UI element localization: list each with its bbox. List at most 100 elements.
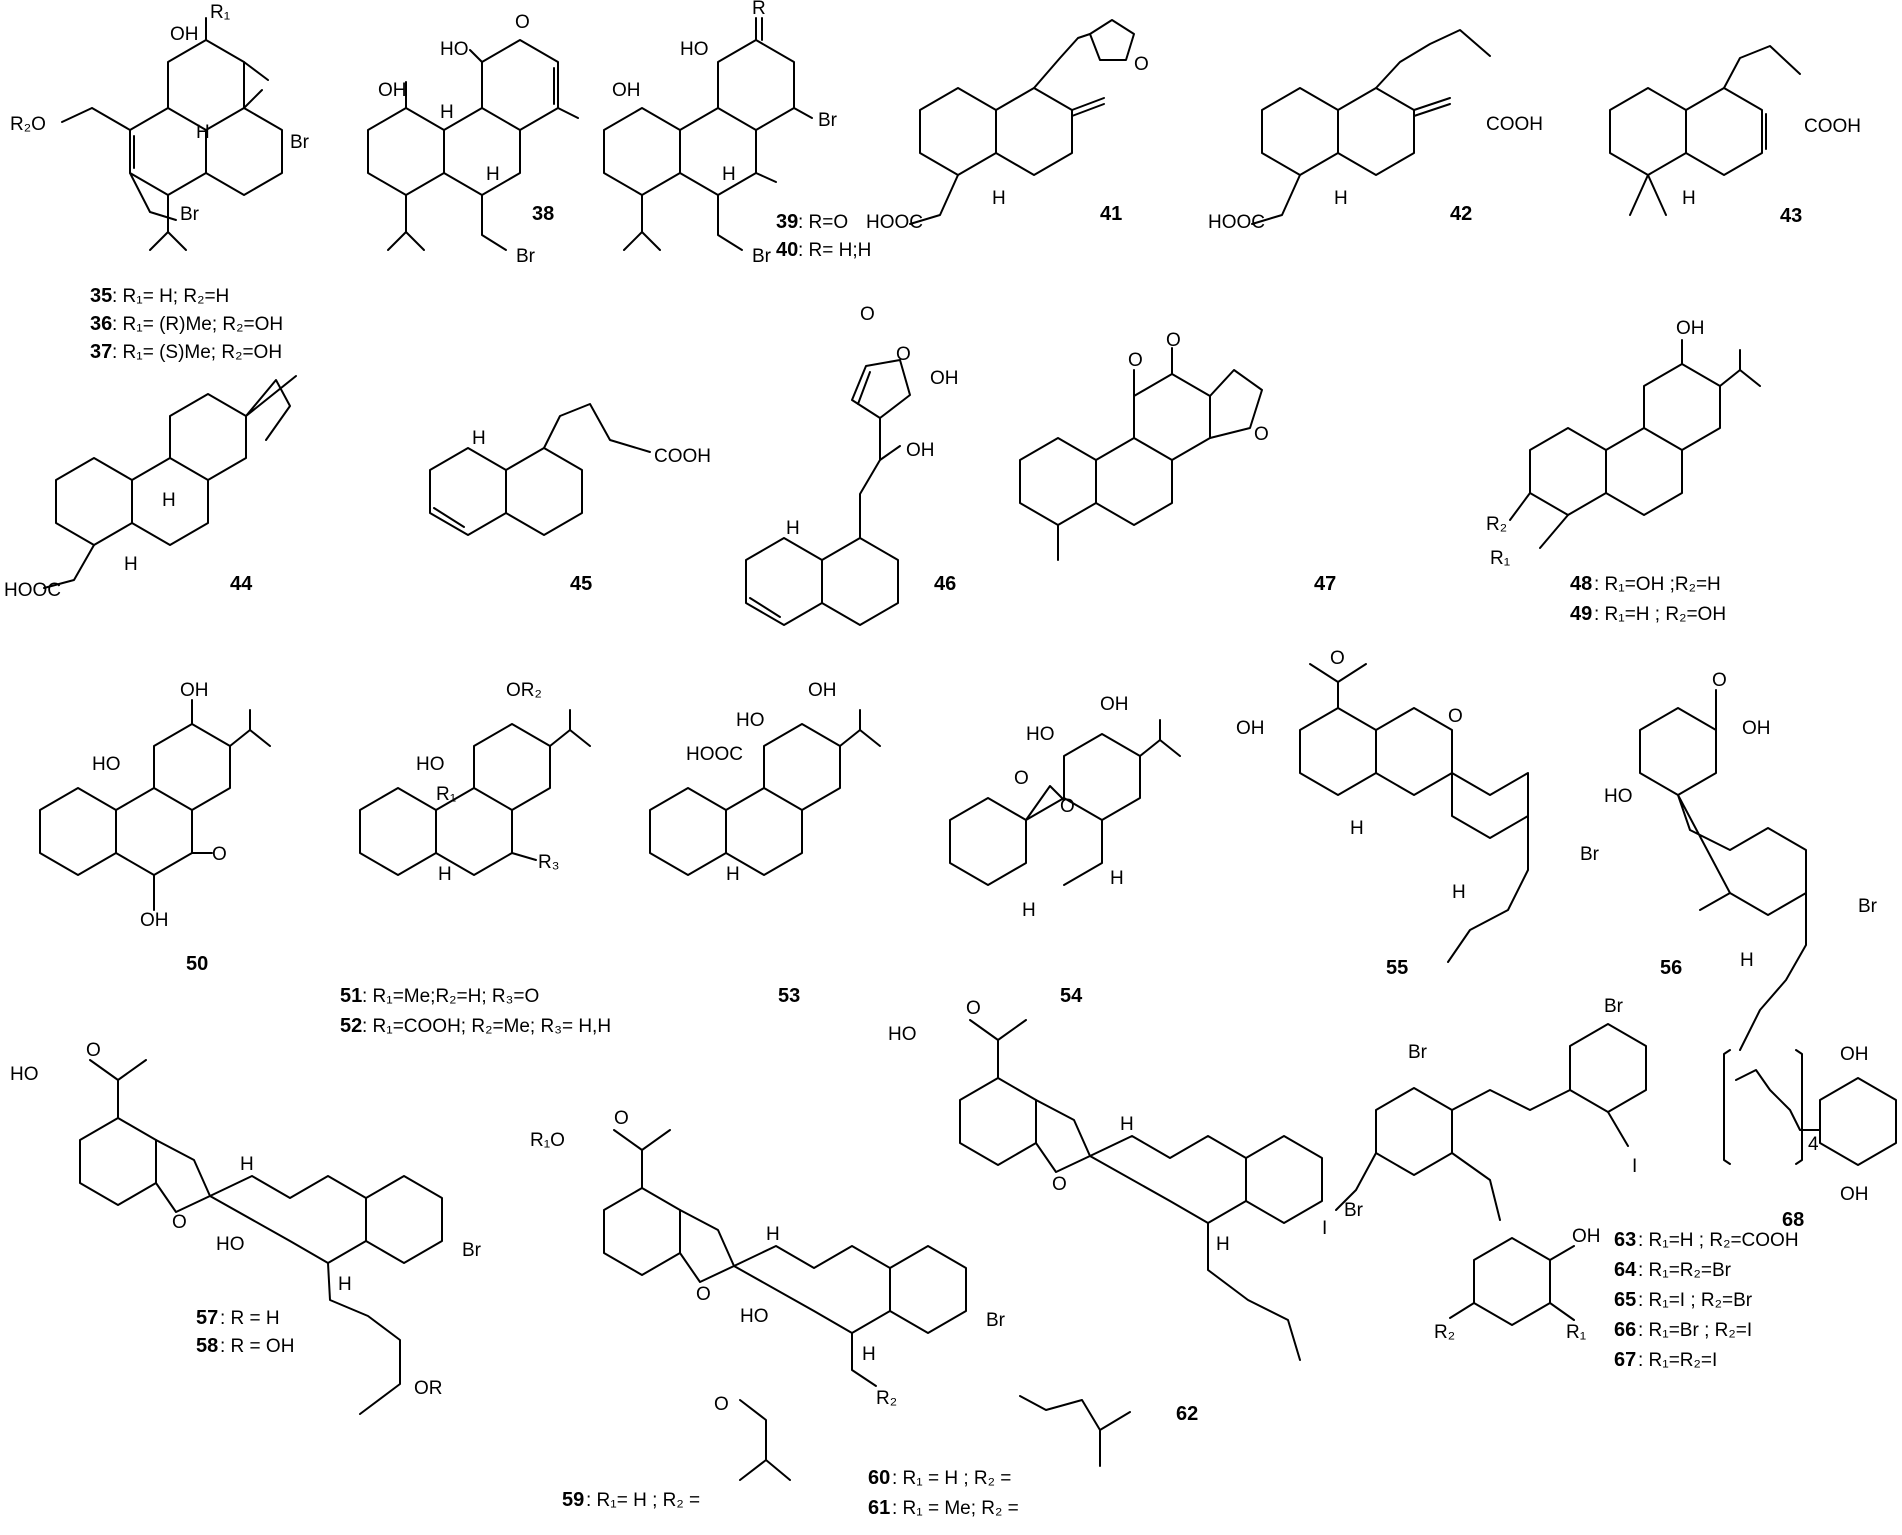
legend-51: : R₁=Me;R₂=H; R₃=O bbox=[362, 986, 539, 1007]
oh-label: OH bbox=[140, 910, 169, 931]
h-label: H bbox=[766, 1224, 780, 1245]
or2-label: OR₂ bbox=[506, 680, 542, 701]
furan-o-label: O bbox=[1134, 54, 1149, 75]
ring-o-label: O bbox=[1448, 706, 1463, 727]
i-label: I bbox=[1632, 1156, 1637, 1177]
legend-49: : R₁=H ; R₂=OH bbox=[1594, 604, 1726, 625]
compound-number: 57 bbox=[196, 1307, 218, 1329]
compound-number: 51 bbox=[340, 985, 362, 1007]
r1-label: R₁ bbox=[436, 784, 456, 805]
o-label: O bbox=[1014, 768, 1029, 789]
r1o-label: R₁O bbox=[530, 1130, 565, 1151]
legend-64: : R₁=R₂=Br bbox=[1638, 1260, 1732, 1281]
oh-label: OH bbox=[1100, 694, 1129, 715]
h-label: H bbox=[1740, 950, 1754, 971]
r2-label: R₂ bbox=[876, 1388, 897, 1409]
compound-number: 53 bbox=[778, 985, 800, 1007]
br-label: Br bbox=[1858, 896, 1878, 917]
legend-52: : R₁=COOH; R₂=Me; R₃= H,H bbox=[362, 1016, 611, 1037]
ho-label: OH bbox=[1236, 718, 1265, 739]
oh-label: OH bbox=[906, 440, 935, 461]
h-label: H bbox=[786, 518, 800, 539]
o-label: O bbox=[515, 12, 530, 33]
hooc-label: HOOC bbox=[1208, 212, 1265, 233]
ho-label: HO bbox=[10, 1064, 39, 1085]
compound-number: 42 bbox=[1450, 203, 1472, 225]
oh-label: OH bbox=[1742, 718, 1771, 739]
hooc-label: HOOC bbox=[866, 212, 923, 233]
r1-label: R₁ bbox=[210, 2, 230, 23]
o-label: O bbox=[1166, 330, 1181, 351]
r2o-label: R₂O bbox=[10, 114, 46, 135]
ho-label: HO bbox=[416, 754, 445, 775]
oh-label: OH bbox=[930, 368, 959, 389]
compound-number: 59 bbox=[562, 1489, 584, 1511]
oh-label: OH bbox=[1676, 318, 1705, 339]
legend-48: : R₁=OH ;R₂=H bbox=[1594, 574, 1721, 595]
br-label: Br bbox=[1344, 1200, 1364, 1221]
oh-label: HO bbox=[440, 39, 469, 60]
br-label: Br bbox=[462, 1240, 482, 1261]
oh-label: OH bbox=[180, 680, 209, 701]
ho-label: HO bbox=[888, 1024, 917, 1045]
h-label: H bbox=[438, 864, 452, 885]
structure-62: HO O O H H Br 62 bbox=[888, 998, 1364, 1425]
o-label: O bbox=[1712, 670, 1727, 691]
oh-label: OH bbox=[170, 24, 199, 45]
i-label: I bbox=[1322, 1218, 1327, 1239]
structure-56: O OH HO H Br 56 bbox=[1604, 670, 1878, 1051]
r2-label: R₂ bbox=[1486, 514, 1507, 535]
compound-number: 47 bbox=[1314, 573, 1336, 595]
o-label: O bbox=[86, 1040, 101, 1061]
ho-label: HO bbox=[1604, 786, 1633, 807]
structure-51-52: OR₂ HO R₁ R₃ H 51 : R₁=Me;R₂=H; R₃=O 52 … bbox=[340, 680, 611, 1037]
br-label: Br bbox=[986, 1310, 1006, 1331]
legend-66: : R₁=Br ; R₂=I bbox=[1638, 1320, 1752, 1341]
h-label: H bbox=[1120, 1114, 1134, 1135]
legend-35: : R₁= H; R₂=H bbox=[112, 286, 229, 307]
h-label: H bbox=[472, 428, 486, 449]
br-label: Br bbox=[1580, 844, 1600, 865]
cooh-label: HOOC bbox=[686, 744, 743, 765]
compound-number: 50 bbox=[186, 953, 208, 975]
compound-number: 38 bbox=[532, 203, 554, 225]
h-label: H bbox=[124, 554, 138, 575]
structure-43: COOH H 43 bbox=[1609, 45, 1861, 227]
structure-54: OH HO O O H H 54 bbox=[949, 694, 1181, 1007]
oh-label: OH bbox=[1840, 1044, 1869, 1065]
ho-label: HO bbox=[740, 1306, 769, 1327]
legend-36: : R₁= (R)Me; R₂=OH bbox=[112, 314, 283, 335]
compound-number: 44 bbox=[230, 573, 253, 595]
compound-number: 52 bbox=[340, 1015, 362, 1037]
legend-59: : R₁= H ; R₂ = bbox=[586, 1490, 700, 1511]
o-label: O bbox=[1330, 648, 1345, 669]
ho-label: HO bbox=[92, 754, 121, 775]
repeat-count-label: 4 bbox=[1808, 1134, 1819, 1155]
h-label: H bbox=[240, 1154, 254, 1175]
h-label: H bbox=[992, 188, 1006, 209]
ring-o-label: O bbox=[172, 1212, 187, 1233]
ring-o-label: O bbox=[696, 1284, 711, 1305]
structure-38: O HO OH H H Br 38 bbox=[367, 12, 579, 267]
br-label: Br bbox=[180, 204, 200, 225]
o-label: O bbox=[614, 1108, 629, 1129]
compound-number: 37 bbox=[90, 341, 112, 363]
compound-number: 55 bbox=[1386, 957, 1408, 979]
legend-57: : R = H bbox=[220, 1308, 280, 1329]
structure-42: COOH HOOC H 42 bbox=[1208, 29, 1543, 233]
structure-46: O O OH OH H 46 bbox=[745, 304, 959, 626]
compound-number: 45 bbox=[570, 573, 592, 595]
compound-number: 40 bbox=[776, 239, 798, 261]
compound-number: 60 bbox=[868, 1467, 890, 1489]
structure-53: OH HO HOOC H 53 bbox=[649, 680, 881, 1007]
compound-number: 66 bbox=[1614, 1319, 1636, 1341]
compound-number: 63 bbox=[1614, 1229, 1636, 1251]
cooh-label: COOH bbox=[1486, 114, 1543, 135]
h-label: H bbox=[440, 102, 454, 123]
br-label: Br bbox=[516, 246, 536, 267]
compound-number: 39 bbox=[776, 211, 798, 233]
compound-number: 41 bbox=[1100, 203, 1122, 225]
o-label: O bbox=[714, 1394, 729, 1415]
r1-label: R₁ bbox=[1490, 548, 1510, 569]
